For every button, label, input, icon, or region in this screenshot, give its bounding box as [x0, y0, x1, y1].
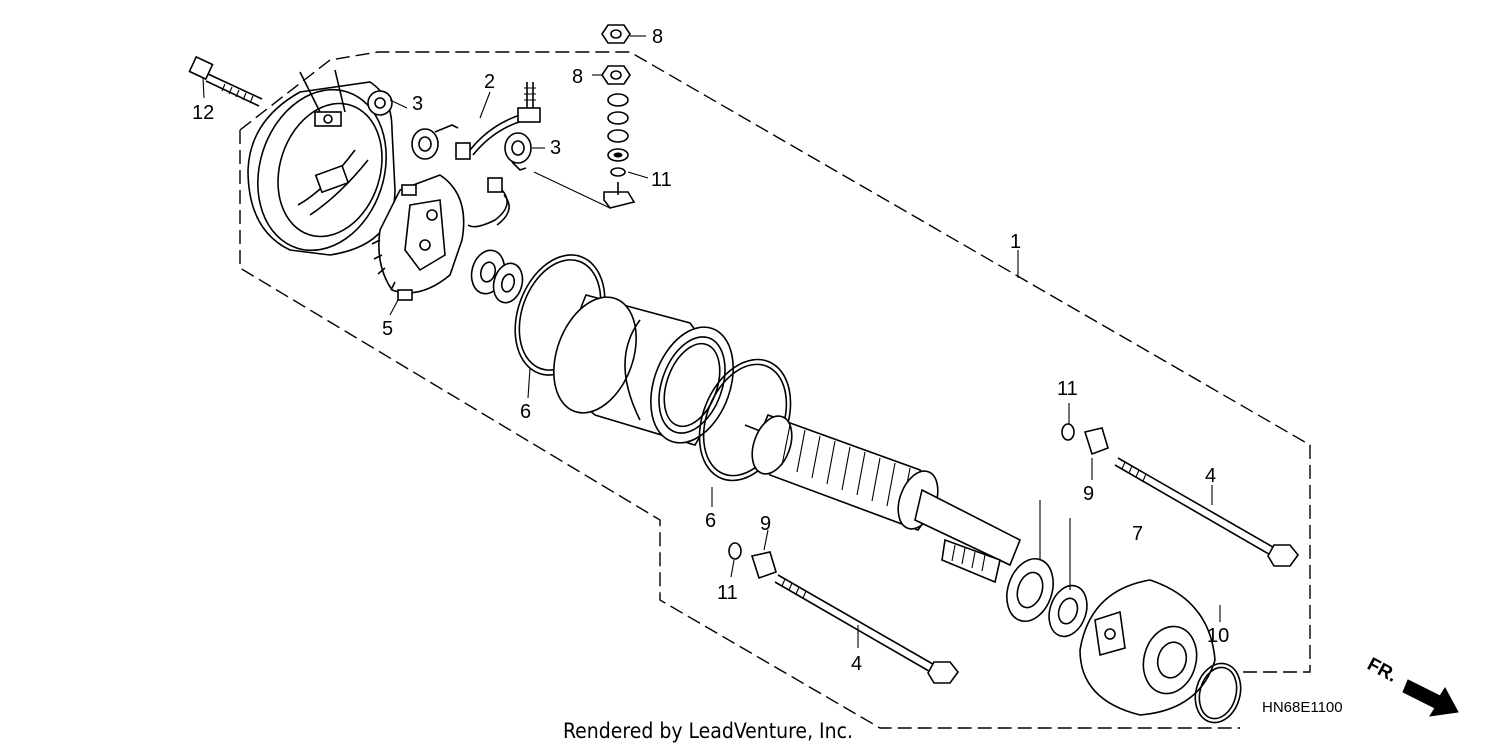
o-ring-10[interactable] [1189, 658, 1247, 727]
callout-3a: 3 [412, 93, 423, 115]
armature[interactable] [744, 411, 1022, 584]
callout-12: 12 [192, 102, 214, 124]
render-credit: Rendered by LeadVenture, Inc. [563, 719, 853, 743]
callout-7: 7 [1132, 523, 1143, 545]
leader-lines [202, 35, 1221, 648]
callout-9a: 9 [1083, 483, 1094, 505]
diagram-code: HN68E1100 [1262, 699, 1343, 716]
callout-labels: 1 2 3 3 4 4 5 6 6 7 8 8 9 9 10 11 11 11 … [192, 26, 1229, 675]
front-bracket[interactable] [1079, 579, 1216, 716]
rear-bracket[interactable] [238, 69, 407, 267]
callout-11c: 11 [717, 582, 738, 604]
terminal-stack[interactable] [601, 24, 636, 209]
callout-8a: 8 [652, 26, 663, 48]
front-direction-indicator: FR. [1364, 654, 1459, 717]
callout-3b: 3 [550, 137, 561, 159]
callout-10: 10 [1207, 625, 1229, 647]
callout-4b: 4 [851, 653, 862, 675]
washer-11-upper[interactable] [1061, 423, 1075, 441]
callout-11a: 11 [651, 169, 672, 191]
assembly-outline [239, 51, 1311, 729]
brush-set[interactable] [455, 82, 541, 228]
brush-spring-left[interactable] [411, 124, 459, 160]
brush-holder-plate[interactable] [371, 174, 465, 301]
callout-9b: 9 [760, 513, 771, 535]
callout-6a: 6 [520, 401, 531, 423]
washer-9-lower[interactable] [750, 551, 777, 580]
callout-5: 5 [382, 318, 393, 340]
washer-11-lower[interactable] [728, 542, 742, 560]
callout-8b: 8 [572, 66, 583, 88]
direction-mark: FR. [1364, 654, 1401, 687]
bolt-12[interactable] [188, 55, 263, 107]
bearing-small[interactable] [1043, 581, 1093, 642]
callout-11b: 11 [1057, 378, 1078, 400]
callout-1: 1 [1010, 231, 1021, 253]
through-bolt-upper[interactable] [1114, 457, 1300, 567]
thrust-washers[interactable] [467, 247, 527, 306]
washer-9-upper[interactable] [1083, 427, 1109, 456]
yoke[interactable] [539, 286, 748, 455]
brush-spring-right[interactable] [504, 132, 532, 171]
through-bolt-lower[interactable] [774, 574, 960, 684]
front-arrow-icon [1402, 679, 1459, 717]
callout-6b: 6 [705, 510, 716, 532]
callout-2: 2 [484, 71, 495, 93]
callout-4a: 4 [1205, 465, 1216, 487]
